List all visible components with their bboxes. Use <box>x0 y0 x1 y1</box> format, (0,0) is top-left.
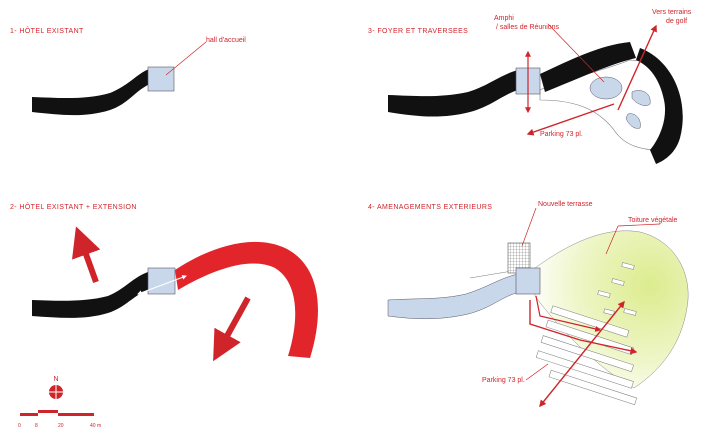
panel-2 <box>32 226 318 362</box>
amphi-leader <box>547 23 605 83</box>
link-double-arrow <box>137 275 187 295</box>
existing-hotel-wing <box>32 68 152 116</box>
toiture-leader <box>617 223 661 227</box>
expansion-arrow-south <box>213 296 251 362</box>
panel-3 <box>388 23 683 164</box>
panel-3-title: 3- FOYER ET TRAVERSEES <box>368 28 469 35</box>
panel-4-title: 4- AMENAGEMENTS EXTERIEURS <box>368 204 493 211</box>
hall-accueil-leader <box>165 41 207 76</box>
hall-accueil-label: hall d'accueil <box>206 37 246 44</box>
foyer-block-4 <box>515 267 541 295</box>
nouvelle-terrasse-label: Nouvelle terrasse <box>538 201 593 208</box>
scale-tick-20: 20 <box>58 423 64 429</box>
toiture-vegetale-label: Toiture végétale <box>628 217 678 224</box>
parking-label-3: Parking 73 pl. <box>540 131 583 138</box>
existing-hotel-wing-2 <box>32 272 148 318</box>
amphi-volume <box>589 76 623 100</box>
parking-arrow-3 <box>526 103 615 136</box>
north-label: N <box>53 376 58 383</box>
parking-route-arrow <box>529 300 638 355</box>
vers-terrains-label: Vers terrains <box>652 9 692 16</box>
panel-1-title: 1- HÔTEL EXISTANT <box>10 28 84 35</box>
terrasse-leader <box>521 207 537 247</box>
panel-1 <box>32 41 207 116</box>
hotel-extension <box>175 241 318 358</box>
scale-tick-8: 8 <box>35 423 38 429</box>
golf-arrow <box>617 24 657 111</box>
curved-wing-upper <box>540 42 636 92</box>
patio-1 <box>631 90 651 106</box>
scale-tick-40: 40 m <box>90 423 102 429</box>
roof-crossing-arrow <box>539 300 625 408</box>
panel-4 <box>387 207 689 408</box>
panel-2-title: 2- HÔTEL EXISTANT + EXTENSION <box>10 204 137 211</box>
salles-reunions-label: / salles de Réunions <box>496 24 560 31</box>
expansion-arrow-north <box>72 226 101 284</box>
parking-route-arrow-2 <box>535 295 602 332</box>
toiture-leader-down <box>605 225 619 255</box>
hall-accueil-block <box>147 66 175 92</box>
existing-hotel-wing-4 <box>387 273 521 320</box>
parking-leader-4 <box>525 363 549 381</box>
patio-2 <box>625 113 641 129</box>
scale-bar <box>20 410 94 416</box>
existing-hotel-wing-3 <box>388 70 518 117</box>
amphi-label: Amphi <box>494 15 514 22</box>
scale-tick-0: 0 <box>18 423 21 429</box>
north-symbol: N <box>47 376 65 401</box>
hall-block-2 <box>147 267 176 295</box>
curved-wing-east <box>636 48 683 164</box>
parking-label-4: Parking 73 pl. <box>482 377 525 384</box>
de-golf-label: de golf <box>666 18 688 25</box>
